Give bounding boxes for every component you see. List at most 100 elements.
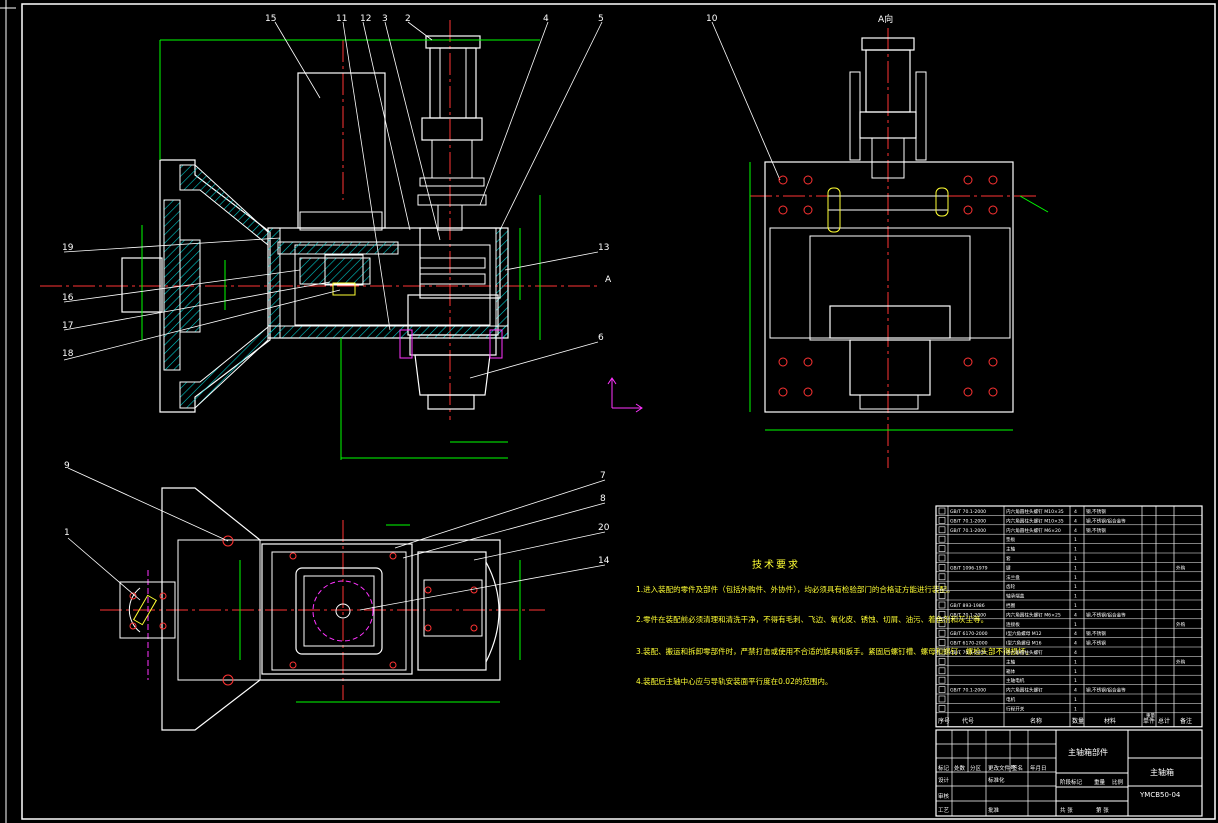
ucs-icon [607, 377, 643, 413]
parts-list-header-code: 代号 [962, 717, 974, 725]
parts-list-seq-box [938, 545, 946, 552]
parts-list-code: GB/T 893-1986 [950, 603, 985, 609]
drawing-title: 主轴箱 [1150, 767, 1174, 777]
balloon-7: 7 [600, 471, 606, 481]
balloon-17: 17 [62, 321, 73, 331]
parts-list-seq-box [938, 676, 946, 684]
tech-req-item-2: 2.零件在装配前必须清理和清洗干净，不得有毛刺、飞边、氧化皮、锈蚀、切屑、油污、… [636, 614, 988, 624]
balloon-20: 20 [598, 523, 610, 533]
parts-list-qty: 1 [1074, 547, 1077, 553]
parts-list-seq-box [938, 507, 946, 515]
parts-list-header-weight: 重量 [1146, 712, 1155, 719]
parts-list-name: 轴承端盖 [1006, 593, 1025, 600]
parts-list-material: 钢,不锈钢/铝合金等 [1086, 517, 1126, 524]
parts-list-code: GB/T 70.1-2000 [950, 688, 986, 694]
parts-list-material: 钢,不锈钢/铝合金等 [1086, 687, 1126, 694]
leader-lines-top [63, 21, 781, 379]
label-date: 年月日 [1030, 764, 1047, 772]
parts-list-name: 连接板 [1006, 621, 1020, 628]
parts-list-qty: 1 [1074, 659, 1077, 665]
parts-list-qty: 1 [1074, 697, 1077, 703]
label-scale: 比例 [1112, 778, 1124, 786]
label-sheets: 共 张 [1060, 806, 1073, 814]
parts-list-qty: 4 [1074, 528, 1077, 534]
parts-list-seq-box [938, 639, 946, 646]
leader-lines-bottom [67, 467, 606, 611]
parts-list-qty: 1 [1074, 594, 1077, 600]
parts-list-name: 主轴 [1006, 546, 1016, 553]
balloon-8: 8 [600, 494, 606, 504]
balloon-16: 16 [62, 293, 74, 303]
label-stage-mark: 阶段标记 [1060, 778, 1083, 786]
parts-list-name: 内六角圆柱头螺钉 M6×20 [1006, 527, 1061, 534]
parts-list-name: 法兰盘 [1006, 574, 1020, 581]
parts-list-name: 主轴 [1006, 658, 1016, 665]
balloon-13: 13 [598, 243, 609, 253]
parts-list-qty: 4 [1074, 509, 1077, 515]
parts-list-code: GB/T 70.1-2000 [950, 518, 986, 524]
balloon-1: 1 [64, 528, 70, 538]
balloon-18: 18 [62, 349, 74, 359]
label-review: 审核 [938, 792, 950, 800]
label-zone: 分区 [970, 764, 982, 772]
balloon-11: 11 [336, 14, 347, 24]
tech-req-item-4: 4.装配后主轴中心应与导轨安装面平行度在0.02的范围内。 [636, 676, 832, 686]
parts-list-qty: 1 [1074, 575, 1077, 581]
parts-list: GB/T 70.1-2000 内六角圆柱头螺钉 M10×35 4 钢,不锈钢 GB/T … [935, 505, 1203, 728]
parts-list-header-total: 总计 [1158, 717, 1170, 725]
label-standardization: 标准化 [988, 776, 1005, 784]
parts-list-note: 外购 [1176, 658, 1186, 665]
parts-list-frame [935, 505, 1203, 728]
parts-list-qty: 1 [1074, 706, 1077, 712]
parts-list-qty: 4 [1074, 631, 1077, 637]
parts-list-seq-box [938, 535, 946, 543]
balloon-9: 9 [64, 461, 70, 471]
balloon-12: 12 [360, 14, 371, 24]
parts-list-name: I型六角螺母 M12 [1006, 630, 1042, 637]
parts-list-name: 挡圈 [1006, 602, 1016, 609]
parts-list-seq-box [938, 564, 946, 571]
parts-list-qty: 4 [1074, 612, 1077, 618]
parts-list-seq-box [938, 554, 946, 562]
parts-list-qty: 1 [1074, 669, 1077, 675]
tech-req-item-3: 3.装配、搬运和拆卸零部件时，严禁打击或使用不合适的旋具和扳手。紧固后螺钉槽、螺… [636, 646, 1033, 656]
parts-list-seq-box [938, 611, 946, 618]
title-block: 主轴箱部件 主轴箱 YMCB50-04 标记 处数 分区 更改文件号 签名 年月… [935, 729, 1203, 817]
parts-list-note: 外购 [1176, 564, 1186, 571]
parts-list-seq-box [938, 582, 946, 590]
label-process: 工艺 [938, 807, 950, 814]
tech-req-title: 技术要求 [752, 558, 800, 571]
tech-req-item-1: 1.进入装配的零件及部件（包括外购件、外协件），均必须具有检验部门的合格证方能进… [636, 584, 954, 594]
label-approve: 批准 [988, 806, 1000, 814]
parts-list-name: 内六角圆柱头螺钉 M10×35 [1006, 517, 1064, 524]
parts-list-code: GB/T 1096-1979 [950, 565, 988, 571]
balloon-3: 3 [382, 14, 388, 24]
parts-list-seq-box [938, 620, 946, 628]
parts-list-qty: 1 [1074, 584, 1077, 590]
label-design: 设计 [938, 776, 950, 784]
label-signature: 签名 [1012, 764, 1023, 772]
balloon-6: 6 [598, 333, 604, 343]
parts-list-qty: 4 [1074, 641, 1077, 647]
parts-list-seq-box [938, 592, 946, 599]
front-section-view: A [40, 20, 612, 460]
balloon-labels-top: 15 11 12 3 2 4 5 10 19 16 17 18 13 6 [62, 14, 718, 359]
parts-list-material: 钢,不锈钢 [1086, 508, 1106, 515]
parts-list-material: 钢,不锈钢 [1086, 640, 1106, 647]
parts-list-name: I型六角螺母 M16 [1006, 640, 1042, 647]
parts-list-material: 钢,不锈钢 [1086, 630, 1106, 637]
parts-list-name: 键 [1006, 564, 1011, 571]
parts-list-seq-box [938, 648, 946, 656]
section-marker-a: A [605, 275, 612, 285]
parts-list-qty: 1 [1074, 537, 1077, 543]
balloon-15: 15 [265, 14, 276, 24]
balloon-5: 5 [598, 14, 604, 24]
parts-list-name: 内六角圆柱头螺钉 [1006, 687, 1043, 694]
parts-list-name: 内六角圆柱头螺钉 M6×25 [1006, 611, 1061, 618]
parts-list-code: GB/T 70.1-2000 [950, 650, 986, 656]
parts-list-material: 钢,不锈钢/铝合金等 [1086, 611, 1126, 618]
parts-list-seq-box [938, 695, 946, 703]
parts-list-header-note: 备注 [1180, 717, 1192, 725]
parts-list-qty: 4 [1074, 688, 1077, 694]
